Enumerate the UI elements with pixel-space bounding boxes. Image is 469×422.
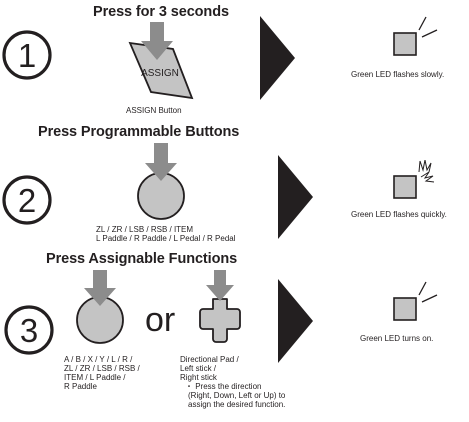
led-fast-icon	[393, 160, 435, 199]
step3-dpad-line2: Left stick /	[180, 364, 217, 373]
press-arrow-icon	[206, 270, 234, 301]
step2-heading: Press Programmable Buttons	[38, 124, 240, 140]
press-arrow-icon	[84, 270, 116, 306]
step2-buttons-line1: ZL / ZR / LSB / RSB / ITEM	[96, 225, 194, 234]
programmable-button-illustration	[137, 143, 185, 220]
step2-buttons-line2: L Paddle / R Paddle / L Pedal / R Pedal	[96, 234, 236, 243]
dpad-shape	[199, 298, 241, 343]
step3-buttons-line1: A / B / X / Y / L / R /	[64, 355, 133, 364]
step3-buttons-line3: ITEM / L Paddle /	[64, 373, 126, 382]
assign-button-label: ASSIGN	[141, 68, 179, 79]
step3-note-line2: (Right, Down, Left or Up) to	[188, 391, 286, 400]
dpad-illustration	[199, 270, 241, 343]
step3-number: 3	[20, 312, 38, 349]
step1-number-circle: 1	[2, 30, 52, 80]
led-slow-icon	[393, 16, 438, 56]
or-text: or	[145, 301, 176, 339]
led-on-icon	[393, 281, 438, 321]
step2-number-circle: 2	[2, 175, 52, 225]
step2-led-text: Green LED flashes quickly.	[351, 210, 447, 219]
assign-button-illustration: ASSIGN	[128, 22, 194, 100]
assign-button-caption: ASSIGN Button	[126, 106, 182, 115]
press-arrow-icon	[141, 22, 173, 60]
step1-number: 1	[18, 37, 36, 74]
step1-led-text: Green LED flashes slowly.	[351, 70, 445, 79]
step2-number: 2	[18, 182, 36, 219]
press-arrow-icon	[145, 143, 177, 181]
step3-buttons-line2: ZL / ZR / LSB / RSB /	[64, 364, 140, 373]
step3-dpad-line1: Directional Pad /	[180, 355, 239, 364]
step1-next-triangle-icon	[260, 16, 295, 100]
step3-led-text: Green LED turns on.	[360, 334, 434, 343]
step3-note-line1: ・ Press the direction	[185, 382, 262, 391]
step3-number-circle: 3	[4, 305, 54, 355]
step3-buttons-line4: R Paddle	[64, 382, 97, 391]
step2-next-triangle-icon	[278, 155, 313, 239]
assignable-button-illustration	[76, 270, 124, 344]
step3-note-line3: assign the desired function.	[188, 400, 286, 409]
step3-heading: Press Assignable Functions	[46, 251, 238, 267]
step3-next-triangle-icon	[278, 279, 313, 363]
step3-dpad-line3: Right stick	[180, 373, 217, 382]
step1-heading: Press for 3 seconds	[93, 4, 229, 20]
